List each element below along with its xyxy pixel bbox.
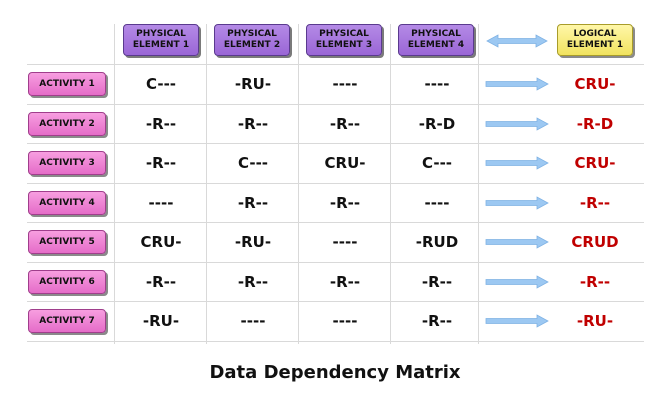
- matrix-cell: ----: [332, 312, 358, 330]
- matrix-cell: -RU-: [234, 75, 272, 93]
- matrix-cell: CRU-: [324, 154, 366, 172]
- grid-line: [27, 183, 644, 184]
- matrix-cell: -R--: [421, 312, 453, 330]
- right-arrow-icon: [485, 117, 549, 131]
- activity-label: ACTIVITY 5: [28, 230, 106, 254]
- activity-label: ACTIVITY 1: [28, 72, 106, 96]
- matrix-cell: C---: [145, 75, 177, 93]
- double-arrow-icon: [486, 34, 548, 48]
- grid-line: [27, 262, 644, 263]
- grid-line: [27, 104, 644, 105]
- logical-cell: -R--: [579, 273, 611, 291]
- matrix-cell: -R--: [237, 273, 269, 291]
- right-arrow-icon: [485, 196, 549, 210]
- grid-line: [27, 143, 644, 144]
- matrix-cell: -R--: [237, 194, 269, 212]
- activity-label: ACTIVITY 7: [28, 309, 106, 333]
- logical-cell: CRU-: [574, 154, 616, 172]
- grid-line: [27, 64, 644, 65]
- matrix-cell: ----: [240, 312, 266, 330]
- activity-label: ACTIVITY 4: [28, 191, 106, 215]
- activity-label: ACTIVITY 3: [28, 151, 106, 175]
- grid-line: [206, 24, 207, 344]
- right-arrow-icon: [485, 77, 549, 91]
- grid-line: [114, 24, 115, 344]
- matrix-cell: -R-D: [418, 115, 456, 133]
- grid-line: [298, 24, 299, 344]
- matrix-cell: -R--: [237, 115, 269, 133]
- header-physical-element-3: PHYSICAL ELEMENT 3: [306, 24, 382, 56]
- right-arrow-icon: [485, 235, 549, 249]
- right-arrow-icon: [485, 156, 549, 170]
- matrix-cell: -RU-: [142, 312, 180, 330]
- activity-label: ACTIVITY 2: [28, 112, 106, 136]
- matrix-cell: -R--: [329, 194, 361, 212]
- matrix-cell: -R--: [421, 273, 453, 291]
- matrix-cell: -R--: [145, 273, 177, 291]
- matrix-cell: -R--: [145, 115, 177, 133]
- matrix-cell: ----: [148, 194, 174, 212]
- logical-cell: -R-D: [576, 115, 614, 133]
- matrix-cell: -R--: [329, 273, 361, 291]
- matrix-cell: ----: [424, 75, 450, 93]
- grid-line: [27, 341, 644, 342]
- matrix-cell: -R--: [145, 154, 177, 172]
- activity-label: ACTIVITY 6: [28, 270, 106, 294]
- logical-cell: -RU-: [576, 312, 614, 330]
- logical-cell: CRU-: [574, 75, 616, 93]
- matrix-cell: -RU-: [234, 233, 272, 251]
- matrix-cell: ----: [332, 233, 358, 251]
- grid-line: [27, 222, 644, 223]
- header-physical-element-2: PHYSICAL ELEMENT 2: [214, 24, 290, 56]
- logical-cell: -R--: [579, 194, 611, 212]
- header-logical-element-1: LOGICAL ELEMENT 1: [557, 24, 633, 56]
- logical-cell: CRUD: [571, 233, 619, 251]
- matrix-cell: -R--: [329, 115, 361, 133]
- matrix-cell: C---: [237, 154, 269, 172]
- right-arrow-icon: [485, 275, 549, 289]
- grid-line: [478, 24, 479, 344]
- right-arrow-icon: [485, 314, 549, 328]
- matrix-cell: -RUD: [415, 233, 459, 251]
- header-physical-element-1: PHYSICAL ELEMENT 1: [123, 24, 199, 56]
- matrix-cell: ----: [424, 194, 450, 212]
- header-physical-element-4: PHYSICAL ELEMENT 4: [398, 24, 474, 56]
- diagram-caption: Data Dependency Matrix: [209, 362, 461, 383]
- matrix-cell: C---: [421, 154, 453, 172]
- grid-line: [27, 301, 644, 302]
- matrix-cell: CRU-: [140, 233, 182, 251]
- matrix-cell: ----: [332, 75, 358, 93]
- grid-line: [390, 24, 391, 344]
